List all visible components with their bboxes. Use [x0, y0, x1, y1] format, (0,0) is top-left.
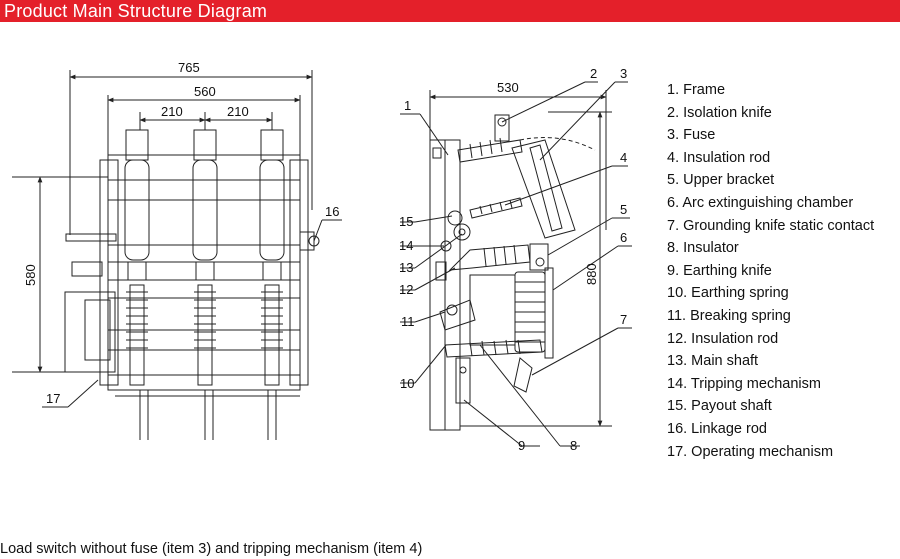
pole-2 [192, 129, 218, 386]
legend-item-main-shaft: 13. Main shaft [667, 353, 759, 370]
dim-560: 560 [194, 84, 216, 99]
callout-14: 14 [399, 238, 413, 253]
legend-item-upper-bracket: 5. Upper bracket [667, 172, 775, 189]
dim-580: 580 [23, 264, 38, 286]
legend-item-insulator: 8. Insulator [667, 240, 739, 257]
dim-210-right: 210 [227, 104, 249, 119]
legend-item-fuse: 3. Fuse [667, 127, 716, 144]
callout-2: 2 [590, 66, 597, 81]
legend-item-earthing-knife: 9. Earthing knife [667, 262, 772, 279]
front-view-labels: 765 560 210 210 580 16 17 [23, 60, 339, 406]
legend-item-earthing-spring: 10. Earthing spring [667, 285, 789, 302]
parts-legend: 1. Frame 2. Isolation knife 3. Fuse 4. I… [667, 79, 874, 463]
callout-10: 10 [400, 376, 414, 391]
callout-3: 3 [620, 66, 627, 81]
legend-item-breaking-spring: 11. Breaking spring [667, 307, 791, 324]
callout-7: 7 [620, 312, 627, 327]
legend-item-linkage-rod: 16. Linkage rod [667, 420, 767, 437]
callout-6: 6 [620, 230, 627, 245]
dim-210-left: 210 [161, 104, 183, 119]
legend-item-payout-shaft: 15. Payout shaft [667, 398, 772, 415]
dim-880: 880 [584, 263, 599, 285]
legend-item-insulation-rod: 4. Insulation rod [667, 149, 771, 166]
callout-17: 17 [46, 391, 60, 406]
callout-11: 11 [401, 314, 415, 329]
legend-item-insulation-rod-12: 12. Insulation rod [667, 330, 779, 347]
pole-3 [259, 129, 285, 386]
dim-765: 765 [178, 60, 200, 75]
callout-15: 15 [399, 214, 413, 229]
legend-item-arc-chamber: 6. Arc extinguishing chamber [667, 194, 854, 211]
side-view [400, 81, 632, 447]
callout-9: 9 [518, 438, 525, 453]
callout-5: 5 [620, 202, 627, 217]
dim-530: 530 [497, 80, 519, 95]
side-view-labels: 530 880 1 2 3 4 5 6 7 8 9 10 11 12 13 14… [399, 66, 627, 453]
callout-13: 13 [399, 260, 413, 275]
legend-item-isolation-knife: 2. Isolation knife [667, 104, 772, 121]
legend-item-tripping-mechanism: 14. Tripping mechanism [667, 375, 821, 392]
header-bar: Product Main Structure Diagram [0, 0, 900, 22]
callout-16: 16 [325, 204, 339, 219]
caption-note: Load switch without fuse (item 3) and tr… [0, 541, 423, 557]
callout-4: 4 [620, 150, 627, 165]
callout-1: 1 [404, 98, 411, 113]
legend-item-frame: 1. Frame [667, 82, 726, 98]
page-title: Product Main Structure Diagram [4, 1, 268, 21]
callout-8: 8 [570, 438, 577, 453]
pole-1 [124, 129, 150, 386]
front-view [12, 70, 342, 440]
legend-item-grounding-contact: 7. Grounding knife static contact [667, 217, 875, 234]
callout-12: 12 [399, 282, 413, 297]
legend-item-operating-mechanism: 17. Operating mechanism [667, 443, 834, 460]
